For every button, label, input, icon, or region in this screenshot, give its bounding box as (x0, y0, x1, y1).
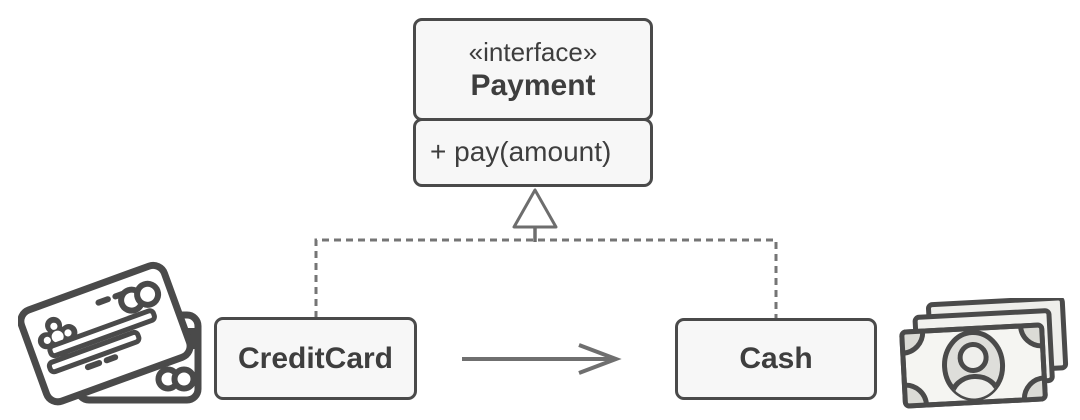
interface-methods-compartment: + pay(amount) (413, 117, 653, 187)
interface-method: + pay(amount) (430, 136, 612, 167)
class-name-cash: Cash (739, 342, 813, 375)
class-name-creditcard: CreditCard (237, 341, 394, 375)
association-arrow (462, 343, 622, 375)
credit-cards-icon (18, 261, 202, 406)
card-stripe (46, 329, 142, 375)
money-bills-icon (899, 298, 1069, 409)
class-box-cash: Cash (675, 318, 877, 400)
interface-stereotype: «interface» (468, 36, 598, 67)
front-credit-card (18, 261, 194, 406)
interface-name: Payment (470, 68, 596, 102)
card-ring (134, 280, 162, 308)
realization-dashed-line (314, 238, 778, 319)
open-arrowhead-icon (578, 343, 622, 375)
hollow-triangle-marker (512, 188, 558, 229)
class-box-creditcard: CreditCard (214, 317, 417, 400)
interface-box-payment: «interface» Payment (413, 18, 653, 121)
card-stripe (47, 308, 157, 359)
